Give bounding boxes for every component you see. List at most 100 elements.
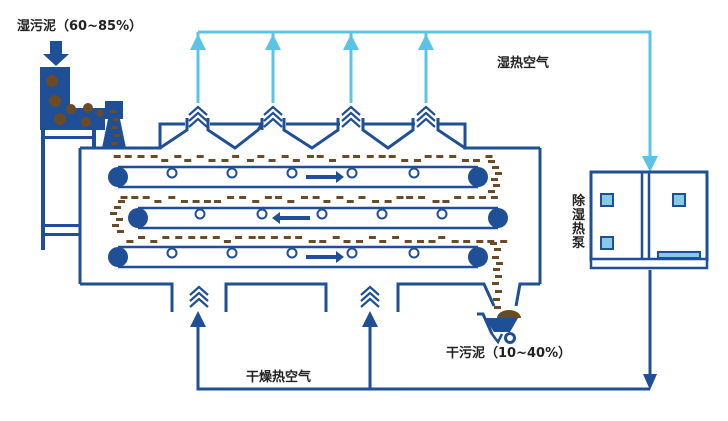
sludge-particle: [212, 236, 220, 239]
sludge-particle: [461, 159, 469, 162]
sludge-particle: [281, 155, 289, 158]
sludge-particle: [227, 196, 235, 199]
sludge-particle: [248, 236, 256, 239]
drive-pulley: [468, 247, 488, 267]
sludge-particle: [428, 240, 436, 243]
sludge-particle: [492, 166, 499, 169]
idler-roller: [286, 167, 298, 179]
vent-chevron-icon: [340, 105, 362, 129]
sludge-particle: [388, 155, 396, 158]
support-brace: [45, 224, 80, 227]
inlet-vent-chevron-icon: [359, 285, 381, 309]
vent-chevron-icon: [262, 105, 284, 129]
heat-pump-unit: [589, 170, 709, 270]
sludge-particle: [174, 155, 182, 158]
sludge-particle: [372, 200, 380, 203]
arrow-down-icon: [643, 374, 657, 390]
sludge-particle: [196, 155, 204, 158]
sludge-particle: [142, 196, 150, 199]
sludge-particle: [124, 155, 132, 158]
idler-roller: [194, 208, 206, 220]
sludge-particle: [401, 159, 409, 162]
direction-arrow-left-icon: [272, 212, 310, 224]
direction-arrow-right-icon: [306, 251, 344, 263]
sludge-particle: [379, 240, 387, 243]
sludge-particle: [203, 200, 211, 203]
drive-pulley: [108, 247, 128, 267]
sludge-particle: [368, 236, 376, 239]
wheelbarrow-icon: [477, 310, 521, 345]
sludge-particle: [112, 224, 119, 227]
sludge-particle: [479, 196, 487, 199]
sludge-particle: [494, 248, 501, 251]
vent-chevron-icon: [415, 105, 437, 129]
sludge-particle: [154, 200, 162, 203]
sludge-particle: [472, 159, 480, 162]
sludge-particle: [416, 240, 424, 243]
sludge-particle: [342, 155, 350, 158]
svg-text:除: 除: [572, 193, 586, 209]
direction-arrow-right-icon: [306, 171, 344, 183]
sludge-particle: [378, 155, 386, 158]
inlet-vent-chevron-icon: [188, 285, 210, 309]
sludge-particle: [138, 236, 146, 239]
sludge-particle: [418, 196, 426, 199]
sludge-particle: [137, 155, 145, 158]
pump-vent-slot: [657, 251, 701, 259]
pump-panel: [600, 193, 614, 207]
dry-air-duct: [196, 270, 652, 391]
sludge-particle: [114, 206, 121, 209]
vent-chevron-icon: [187, 105, 209, 129]
sludge-particle: [180, 200, 188, 203]
dry-sludge-label: 干污泥（10~40%）: [446, 345, 571, 361]
dry-hot-air-label: 干燥热空气: [246, 369, 311, 385]
sludge-particle: [496, 262, 503, 265]
arrow-up-icon: [190, 34, 206, 50]
sludge-particle: [493, 298, 500, 301]
svg-text:热: 热: [572, 221, 585, 237]
feeder-chute: [102, 119, 126, 148]
sludge-particle: [208, 159, 216, 162]
sludge-particle: [246, 159, 254, 162]
arrow-up-icon: [418, 34, 434, 50]
sludge-particle: [113, 155, 121, 158]
sludge-particle: [451, 240, 459, 243]
conveyor-middle: [128, 206, 508, 230]
arrow-down-icon: [642, 156, 658, 172]
sludge-particles: [110, 155, 508, 309]
idler-roller: [316, 208, 328, 220]
support-leg: [41, 130, 45, 250]
idler-roller: [226, 247, 238, 259]
arrow-up-icon: [362, 311, 378, 327]
sludge-particle: [200, 236, 208, 239]
conveyor-bottom: [108, 245, 488, 269]
sludge-particle: [287, 200, 295, 203]
sludge-particle: [312, 196, 320, 199]
wet-sludge-label: 湿污泥（60~85%）: [17, 18, 142, 34]
idler-roller: [436, 208, 448, 220]
sludge-particle: [192, 200, 200, 203]
sludge-particle: [275, 196, 283, 199]
sludge-particle: [487, 240, 495, 243]
sludge-particle: [356, 240, 364, 243]
sludge-particle: [336, 196, 344, 199]
sludge-particle: [257, 155, 265, 158]
idler-roller: [376, 208, 388, 220]
conveyor-top: [108, 165, 488, 189]
sludge-particle: [396, 196, 404, 199]
sludge-particle: [463, 240, 471, 243]
support-leg: [92, 130, 96, 148]
sludge-particle: [424, 155, 432, 158]
feed-hopper: [40, 67, 126, 250]
sludge-particle: [131, 196, 139, 199]
humid-air-duct: [196, 30, 652, 158]
sludge-particle: [264, 196, 272, 199]
sludge-particle: [346, 200, 354, 203]
sludge-particle: [175, 236, 183, 239]
sludge-particle: [343, 240, 351, 243]
support-brace: [45, 233, 80, 236]
sludge-particle: [283, 236, 291, 239]
sludge-particle: [221, 159, 229, 162]
sludge-particle: [292, 159, 300, 162]
